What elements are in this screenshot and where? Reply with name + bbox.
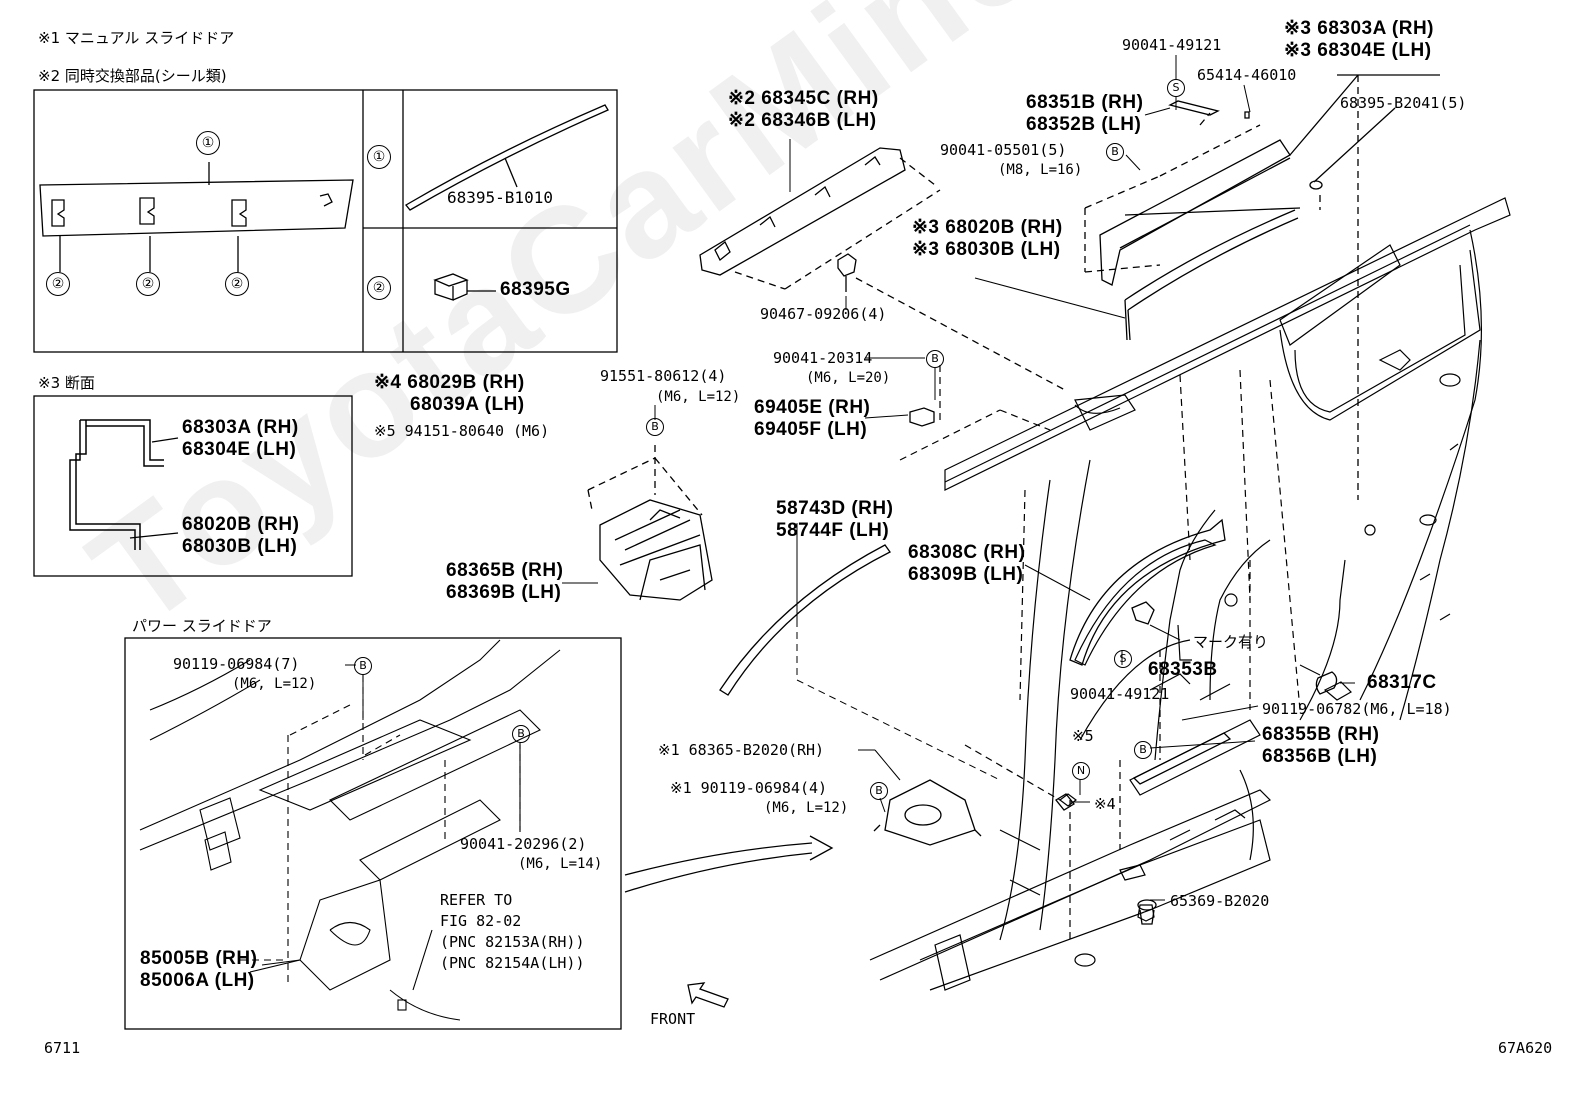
figure-code: 67A620: [1498, 1039, 1553, 1057]
part-label: 65369-B2020: [1170, 892, 1270, 910]
small-parts-drawing: [873, 407, 1338, 925]
symbol-s: S: [1167, 79, 1185, 97]
part-label: 85005B (RH): [140, 948, 258, 969]
page-number: 6711: [44, 1039, 81, 1057]
lower-seal-drawing: [1069, 518, 1226, 666]
part-label: 68039A (LH): [410, 394, 525, 415]
part-label: ※3 68303A (RH): [1284, 18, 1434, 39]
symbol-b: B: [870, 782, 888, 800]
symbol-b: B: [926, 350, 944, 368]
part-label: 90041-49121: [1122, 36, 1222, 54]
callout-1: ①: [367, 145, 391, 169]
part-label: 68352B (LH): [1026, 114, 1142, 135]
part-label: ※2 68346B (LH): [728, 110, 877, 131]
sealing-strip-drawing: [405, 104, 609, 301]
part-label: 68353B: [1148, 659, 1218, 680]
part-spec: (M6, L=12): [764, 800, 849, 816]
part-label: 68395-B1010: [447, 188, 553, 207]
part-label: 68395G: [500, 279, 571, 300]
callout-2: ②: [136, 272, 160, 296]
reference-note: REFER TO: [440, 891, 513, 909]
part-label: 90041-05501(5): [940, 141, 1067, 159]
part-label: 68020B (RH): [182, 514, 300, 535]
reference-note: FIG 82-02: [440, 912, 522, 930]
symbol-b: B: [354, 657, 372, 675]
note-label: ※5: [1072, 727, 1094, 745]
leader-lines: [261, 55, 1355, 966]
symbol-n: N: [1072, 762, 1090, 780]
trim-panel-drawing: [699, 147, 1066, 391]
front-arrow-icon: [687, 982, 729, 1008]
part-label: 65414-46010: [1197, 66, 1297, 84]
part-spec: (M6, L=14): [518, 856, 603, 872]
part-label: 90467-09206(4): [760, 305, 887, 323]
callout-2: ②: [46, 272, 70, 296]
part-label: ※1 68365-B2020(RH): [658, 741, 825, 759]
callout-2: ②: [367, 276, 391, 300]
note-seals: ※2 同時交換部品(シール類): [38, 67, 227, 85]
part-label: 90041-49121: [1070, 685, 1170, 703]
part-label: 68317C: [1367, 672, 1437, 693]
symbol-b: B: [646, 418, 664, 436]
transition-arrow: [624, 835, 834, 893]
callout-1: ①: [196, 131, 220, 155]
symbol-b: B: [1134, 741, 1152, 759]
part-label: ※1 90119-06984(4): [670, 779, 828, 797]
part-label: 85006A (LH): [140, 970, 255, 991]
upper-rail-drawing: [1084, 74, 1440, 500]
part-label: 69405E (RH): [754, 397, 871, 418]
part-label: ※4 68029B (RH): [374, 372, 525, 393]
section-box: [33, 395, 353, 577]
part-label: 68395-B2041(5): [1340, 94, 1467, 112]
part-label: ※3 68030B (LH): [912, 239, 1061, 260]
callout-2: ②: [225, 272, 249, 296]
power-door-box: [124, 637, 622, 1030]
front-label: FRONT: [650, 1010, 696, 1028]
rail-bracket-drawing: [587, 445, 713, 601]
part-spec: (M8, L=16): [998, 162, 1083, 178]
part-label: 68304E (LH): [182, 439, 297, 460]
part-label: 68308C (RH): [908, 542, 1026, 563]
part-label: 68309B (LH): [908, 564, 1024, 585]
part-label: 58743D (RH): [776, 498, 894, 519]
note-label: ※4: [1094, 795, 1116, 813]
part-label: ※3 68304E (LH): [1284, 40, 1432, 61]
inset-table: [33, 89, 618, 353]
part-label: 68365B (RH): [446, 560, 564, 581]
symbol-b: B: [1106, 143, 1124, 161]
part-label: 90041-20314: [773, 349, 873, 367]
symbol-b: B: [512, 725, 530, 743]
reference-note: (PNC 82153A(RH)): [440, 933, 585, 951]
reference-note: (PNC 82154A(LH)): [440, 954, 585, 972]
part-label: 69405F (LH): [754, 419, 868, 440]
part-label: 68030B (LH): [182, 536, 298, 557]
part-label: 90119-06782(M6, L=18): [1262, 700, 1452, 718]
note-manual-door: ※1 マニュアル スライドドア: [38, 29, 235, 47]
part-label: 68351B (RH): [1026, 92, 1144, 113]
part-label: 90041-20296(2): [460, 835, 587, 853]
part-label: 58744F (LH): [776, 520, 890, 541]
part-spec: (M6, L=12): [656, 389, 741, 405]
part-label: 68369B (LH): [446, 582, 562, 603]
part-label: ※2 68345C (RH): [728, 88, 879, 109]
part-spec: (M6, L=20): [806, 370, 891, 386]
weatherstrip-drawing: [719, 544, 891, 696]
note-section: ※3 断面: [38, 374, 95, 392]
part-label: 91551-80612(4): [600, 367, 727, 385]
part-label: 90119-06984(7): [173, 655, 300, 673]
part-label: 68303A (RH): [182, 417, 299, 438]
symbol-s: S: [1114, 650, 1132, 668]
part-label: 68355B (RH): [1262, 724, 1380, 745]
part-label: ※3 68020B (RH): [912, 217, 1063, 238]
part-label: ※5 94151-80640 (M6): [374, 422, 550, 440]
note-power-door: パワー スライドドア: [132, 617, 272, 635]
seal-part-drawing: [39, 162, 354, 272]
mark-note: マーク有り: [1193, 633, 1269, 651]
vehicle-body-drawing: [869, 197, 1511, 991]
part-spec: (M6, L=12): [232, 676, 317, 692]
part-label: 68356B (LH): [1262, 746, 1378, 767]
